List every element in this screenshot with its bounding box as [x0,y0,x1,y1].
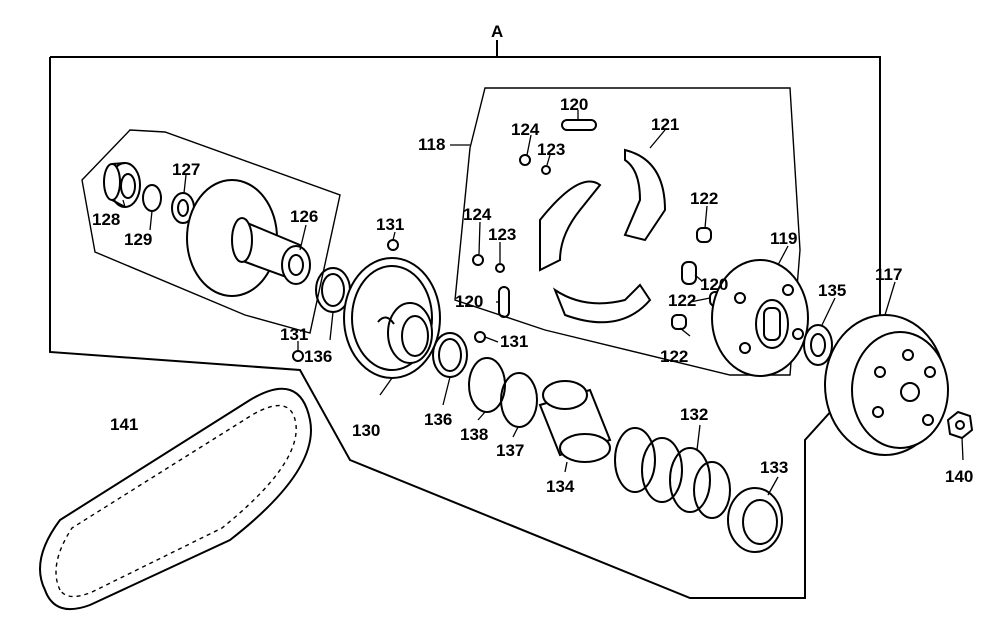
label-134: 134 [546,477,575,496]
seal-136-b [432,332,468,378]
clutch-housing-117 [824,314,949,456]
label-124-mid: 124 [463,205,492,224]
circlip-129 [142,184,162,212]
label-123-top: 123 [537,140,565,159]
label-131-left: 131 [280,325,308,344]
label-127: 127 [172,160,200,179]
assembly-a-label: A [491,22,503,41]
label-121: 121 [651,115,679,134]
clutch-shoe-121-lower [552,283,652,324]
leader-lines [122,110,964,496]
washer-124-b [472,254,484,266]
nut-140 [946,410,974,440]
spring-132 [614,427,731,519]
label-122-top: 122 [690,189,718,208]
damper-122-a [696,227,712,243]
washer-123-a [541,165,551,175]
pin-131-b [292,350,304,362]
label-137: 137 [496,441,524,460]
pin-131-a [387,239,399,251]
label-131-top: 131 [376,215,404,234]
drive-belt-141 [39,387,312,610]
label-118: 118 [418,135,445,154]
assembly-a-outline [49,40,881,599]
washer-123-b [495,263,505,273]
label-126: 126 [290,207,318,226]
label-120-left: 120 [455,292,483,311]
label-129: 129 [124,230,152,249]
label-135: 135 [818,281,846,300]
label-136-mid: 136 [424,410,452,429]
label-138: 138 [460,425,488,444]
ring-138 [468,357,506,413]
spring-120-left [498,286,510,318]
clutch-shoe-region [450,87,801,376]
washer-124-a [519,154,531,166]
spring-120-top [561,119,597,131]
label-120-top: 120 [560,95,588,114]
needle-bearing-128 [103,162,141,208]
label-117: 117 [875,265,902,284]
ring-137 [500,372,538,428]
spring-120-right [681,261,697,285]
movable-drive-face-region [81,129,341,334]
collar-134 [538,380,612,463]
spring-seat-133 [727,487,783,553]
label-123-mid: 123 [488,225,516,244]
sliding-sheave-130 [343,257,441,379]
part-labels: 120 121 124 123 118 124 123 122 119 117 … [92,95,973,496]
label-122-mid: 122 [668,291,696,310]
label-120-right: 120 [700,275,728,294]
label-122-bottom: 122 [660,347,688,366]
label-136-left: 136 [304,347,332,366]
label-132: 132 [680,405,708,424]
label-131-right: 131 [500,332,528,351]
label-119: 119 [770,229,797,248]
label-124-top: 124 [511,120,540,139]
label-133: 133 [760,458,788,477]
pin-131-c [474,331,486,343]
damper-122-c [671,314,687,330]
label-140: 140 [945,467,973,486]
seal-135 [803,324,833,366]
drive-plate-119 [711,259,809,377]
drive-face-126 [186,179,311,297]
label-128: 128 [92,210,120,229]
clutch-shoe-121-upper [539,148,667,272]
label-141: 141 [110,415,138,434]
label-130: 130 [352,421,380,440]
